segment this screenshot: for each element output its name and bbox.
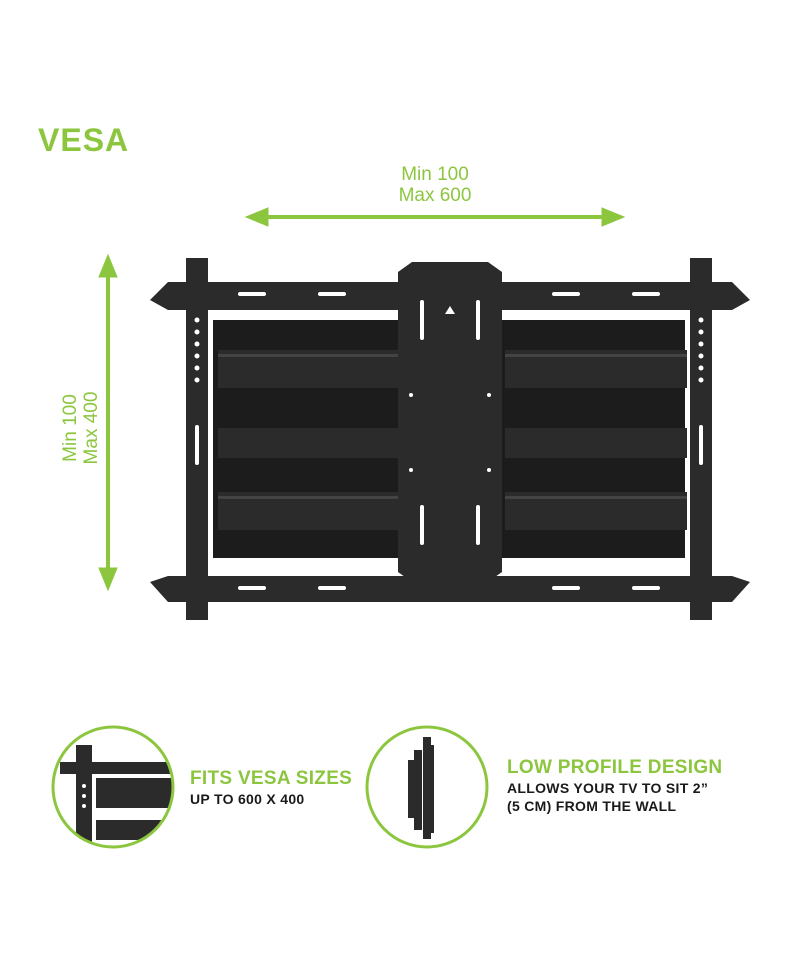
feature-description: (5 CM) FROM THE WALL [507,798,677,814]
mount-side-profile-icon [365,725,489,849]
feature-description: ALLOWS YOUR TV TO SIT 2” [507,780,709,796]
horizontal-dimension-arrow [244,207,626,227]
feature-low-profile: LOW PROFILE DESIGN ALLOWS YOUR TV TO SIT… [507,757,722,815]
mount-closeup-icon [51,725,175,849]
tv-wall-mount-icon [150,258,750,620]
feature-description: UP TO 600 X 400 [190,791,305,807]
feature-heading: FITS VESA SIZES [190,768,353,789]
horizontal-dimension-label: Min 100 Max 600 [330,164,540,206]
vertical-dimension-label: Min 100 Max 400 [60,323,102,533]
feature-heading: LOW PROFILE DESIGN [507,757,723,778]
page-title: VESA [38,122,130,158]
vertical-max-label: Max 400 [81,391,102,465]
horizontal-max-label: Max 600 [398,185,472,206]
feature-vesa-sizes: FITS VESA SIZES UP TO 600 X 400 [190,768,352,808]
vertical-dimension-arrow [98,253,118,592]
vertical-min-label: Min 100 [60,394,81,462]
horizontal-min-label: Min 100 [401,164,469,185]
